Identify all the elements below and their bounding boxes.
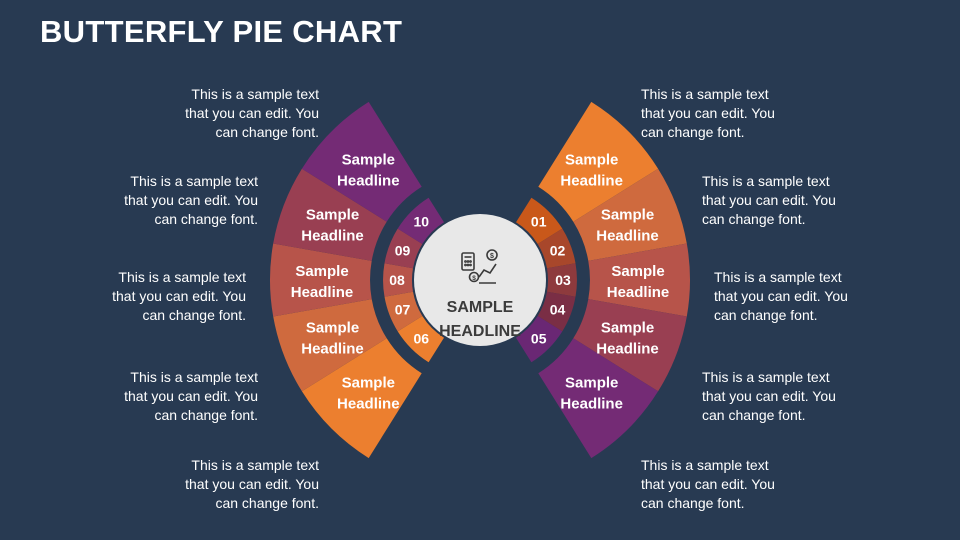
segment-number-03: 03 — [555, 272, 571, 288]
segment-headline-09-line1: Sample — [306, 206, 359, 223]
segment-headline-06-line2: Headline — [337, 396, 400, 413]
segment-headline-09-line2: Headline — [301, 227, 364, 244]
segment-headline-04-line2: Headline — [596, 341, 659, 358]
description-01-line3: can change font. — [641, 124, 745, 140]
segment-02 — [573, 168, 687, 261]
segment-number-09: 09 — [395, 242, 411, 258]
segment-headline-01-line1: Sample — [565, 151, 618, 168]
segment-number-10: 10 — [414, 213, 430, 229]
center-circle — [414, 214, 546, 346]
segment-05 — [538, 338, 659, 459]
segment-number-08: 08 — [389, 272, 405, 288]
description-01-line2: that you can edit. You — [641, 105, 775, 121]
segment-headline-07-line1: Sample — [306, 320, 359, 337]
segment-number-01: 01 — [531, 213, 547, 229]
description-08-line1: This is a sample text — [118, 269, 246, 285]
svg-text:$: $ — [490, 253, 494, 260]
segment-01 — [538, 101, 659, 222]
description-04-line3: can change font. — [702, 407, 806, 423]
description-10-line3: can change font. — [215, 124, 319, 140]
description-03-line3: can change font. — [714, 307, 818, 323]
description-07: This is a sample text that you can edit. … — [58, 368, 258, 425]
description-07-line1: This is a sample text — [130, 369, 258, 385]
description-05-line1: This is a sample text — [641, 457, 769, 473]
segment-number-04: 04 — [550, 302, 566, 318]
slide-title: BUTTERFLY PIE CHART — [40, 14, 403, 49]
description-01: This is a sample text that you can edit. … — [641, 85, 841, 142]
number-segment-10 — [397, 197, 444, 244]
description-02: This is a sample text that you can edit. … — [702, 172, 902, 229]
segment-headline-08-line2: Headline — [291, 284, 354, 301]
description-08-line3: can change font. — [142, 307, 246, 323]
segment-headline-05-line1: Sample — [565, 375, 618, 392]
description-08-line2: that you can edit. You — [112, 288, 246, 304]
segment-number-02: 02 — [550, 242, 566, 258]
number-segment-07 — [384, 291, 423, 332]
description-10: This is a sample text that you can edit. … — [119, 85, 319, 142]
segment-headline-10-line2: Headline — [337, 172, 400, 189]
description-04-line1: This is a sample text — [702, 369, 830, 385]
description-03-line2: that you can edit. You — [714, 288, 848, 304]
number-segment-08 — [383, 263, 413, 297]
center-headline-line2: HEADLINE — [439, 323, 521, 340]
description-10-line1: This is a sample text — [191, 86, 319, 102]
segment-10 — [301, 101, 422, 222]
segment-headline-10-line1: Sample — [342, 151, 395, 168]
segment-number-07: 07 — [395, 302, 411, 318]
number-segment-09 — [384, 228, 423, 269]
segment-number-05: 05 — [531, 331, 547, 347]
description-05-line2: that you can edit. You — [641, 476, 775, 492]
number-segment-01 — [516, 197, 563, 244]
description-09: This is a sample text that you can edit. … — [58, 172, 258, 229]
number-segment-02 — [537, 228, 576, 269]
segment-headline-08-line1: Sample — [295, 263, 348, 280]
description-06: This is a sample text that you can edit. … — [119, 456, 319, 513]
segment-headline-02-line2: Headline — [596, 227, 659, 244]
description-06-line1: This is a sample text — [191, 457, 319, 473]
number-segment-04 — [537, 291, 576, 332]
description-03-line1: This is a sample text — [714, 269, 842, 285]
segment-headline-03-line1: Sample — [611, 263, 664, 280]
finance-calculator-icon: $ $ — [461, 249, 498, 284]
description-02-line3: can change font. — [702, 211, 806, 227]
description-09-line3: can change font. — [154, 211, 258, 227]
description-03: This is a sample text that you can edit. … — [714, 268, 914, 325]
description-10-line2: that you can edit. You — [185, 105, 319, 121]
segment-08 — [270, 243, 372, 317]
description-05-line3: can change font. — [641, 495, 745, 511]
segment-headline-03-line2: Headline — [607, 284, 670, 301]
center-headline-line1: SAMPLE — [447, 299, 514, 316]
description-08: This is a sample text that you can edit. … — [46, 268, 246, 325]
number-segment-05 — [516, 316, 563, 363]
segment-04 — [573, 299, 687, 392]
svg-text:$: $ — [472, 275, 476, 282]
description-01-line1: This is a sample text — [641, 86, 769, 102]
description-07-line2: that you can edit. You — [124, 388, 258, 404]
segment-headline-07-line2: Headline — [301, 341, 364, 358]
description-04: This is a sample text that you can edit. … — [702, 368, 902, 425]
description-06-line2: that you can edit. You — [185, 476, 319, 492]
description-09-line2: that you can edit. You — [124, 192, 258, 208]
segment-headline-06-line1: Sample — [342, 375, 395, 392]
description-06-line3: can change font. — [215, 495, 319, 511]
segment-headline-05-line2: Headline — [560, 396, 623, 413]
number-segment-03 — [547, 263, 577, 297]
segment-03 — [588, 243, 690, 317]
description-05: This is a sample text that you can edit. … — [641, 456, 841, 513]
segment-number-06: 06 — [414, 331, 430, 347]
segment-09 — [273, 168, 387, 261]
description-02-line2: that you can edit. You — [702, 192, 836, 208]
segment-headline-02-line1: Sample — [601, 206, 654, 223]
description-04-line2: that you can edit. You — [702, 388, 836, 404]
segment-06 — [301, 338, 422, 459]
number-segment-06 — [397, 316, 444, 363]
segment-headline-04-line1: Sample — [601, 320, 654, 337]
segment-07 — [273, 299, 387, 392]
description-02-line1: This is a sample text — [702, 173, 830, 189]
segment-headline-01-line2: Headline — [560, 172, 623, 189]
description-09-line1: This is a sample text — [130, 173, 258, 189]
description-07-line3: can change font. — [154, 407, 258, 423]
